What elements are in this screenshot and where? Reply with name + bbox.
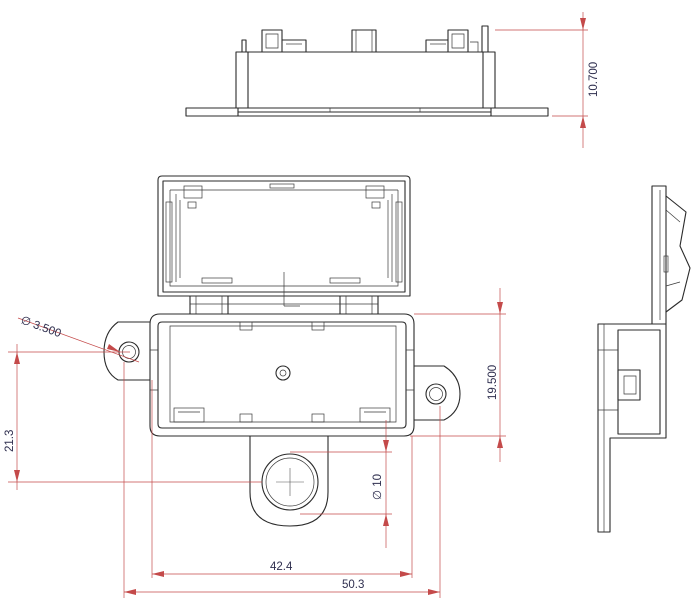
dim-label-hole-small: ∅ 3.500 (19, 315, 63, 341)
front-view (103, 175, 461, 527)
dim-width-inner: 42.4 (151, 380, 413, 578)
dim-label-height-right: 19.500 (487, 365, 499, 400)
dim-label-width-inner: 42.4 (270, 561, 293, 573)
dim-height-right: 19.500 (410, 288, 506, 462)
side-view (597, 185, 691, 533)
dim-width-outer: 50.3 (123, 362, 441, 598)
dim-label-height-left: 21.3 (4, 430, 16, 452)
dim-label-width-outer: 50.3 (342, 579, 364, 591)
dim-hole-large: ∅ 10 (290, 420, 392, 548)
top-view (185, 25, 549, 117)
dim-height-top: 10.700 (495, 12, 600, 148)
dim-height-left: 21.3 (4, 344, 262, 490)
dim-label-height-top: 10.700 (588, 62, 600, 97)
dim-label-hole-large: ∅ 10 (372, 474, 384, 500)
